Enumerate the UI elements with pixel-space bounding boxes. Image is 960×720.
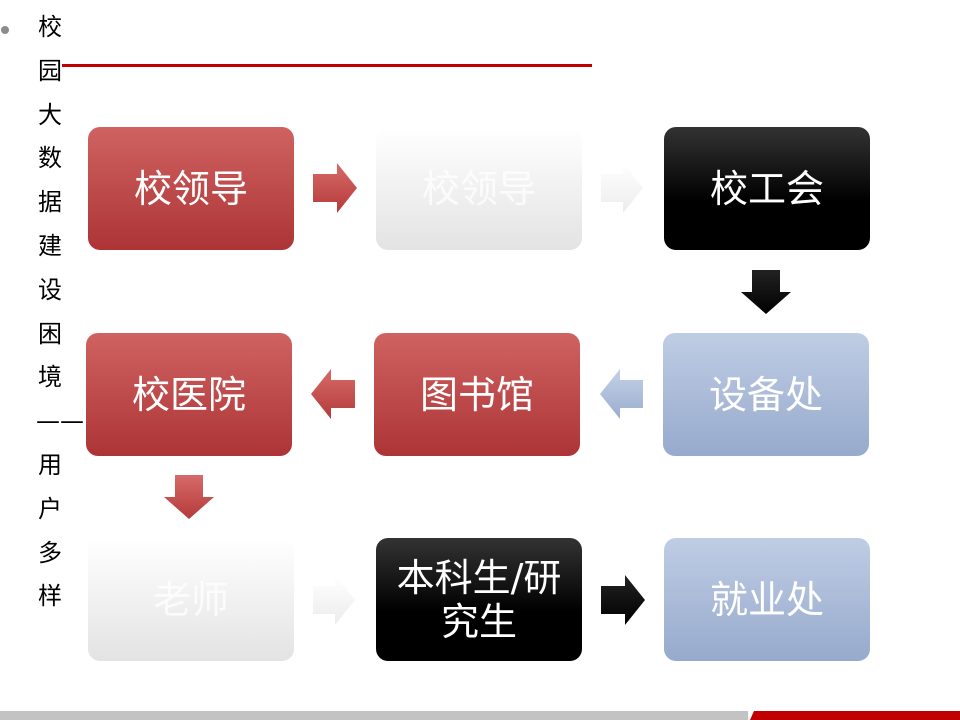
arrow-left-icon (311, 369, 355, 419)
footer-bar-gray (0, 711, 748, 720)
arrow-right-icon (313, 163, 357, 213)
box-union: 校工会 (664, 127, 870, 250)
title-underline (62, 64, 592, 67)
slide-title: 校园大数据建设困境——用户多样 (36, 13, 84, 611)
box-leadership: 校领导 (88, 127, 294, 250)
box-teachers: 老师 (88, 538, 294, 661)
faded-arrow-right-icon (313, 575, 355, 625)
box-students: 本科生/研究生 (376, 538, 582, 661)
box-employment: 就业处 (664, 538, 870, 661)
faded-arrow-right-icon (601, 163, 643, 213)
box-hospital: 校医院 (86, 333, 292, 456)
box-library: 图书馆 (374, 333, 580, 456)
box-faded-top: 校领导 (376, 127, 582, 250)
arrow-left-blue-icon (600, 369, 643, 419)
arrow-down-red-icon (164, 475, 214, 519)
footer-bar-red (750, 711, 960, 720)
box-equipment: 设备处 (663, 333, 869, 456)
bullet-icon (1, 26, 9, 34)
arrow-right-black-icon (601, 575, 645, 625)
arrow-down-icon (741, 270, 791, 314)
